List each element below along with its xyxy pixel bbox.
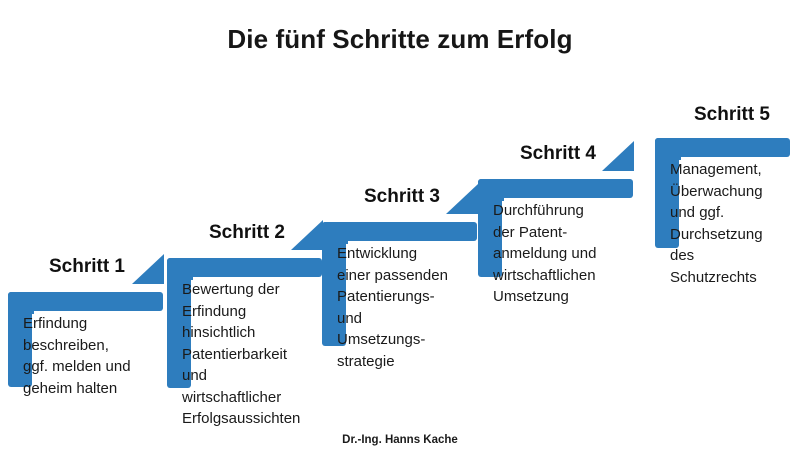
step-2-label: Schritt 2 (208, 222, 285, 243)
step-5-bracket-top (655, 138, 790, 157)
step-1-body: Erfindung beschreiben, ggf. melden und g… (23, 315, 131, 397)
step-4-body: Durchführung der Patent- anmeldung und w… (493, 202, 597, 305)
step-1-label: Schritt 1 (48, 256, 125, 277)
step-2-bracket-corner (179, 266, 193, 280)
step-5-bracket-corner (667, 146, 681, 160)
step-3-body: Entwicklung einer passenden Patentierung… (337, 245, 448, 370)
footer-credit: Dr.-Ing. Hanns Kache (342, 434, 458, 446)
step-1-bracket-top (8, 292, 163, 311)
step-1-bracket-corner (20, 300, 34, 314)
step-3-label: Schritt 3 (363, 186, 440, 207)
step-2-bracket-top (167, 258, 322, 277)
step-5-body: Management, Überwachung und ggf. Durchse… (670, 161, 763, 286)
step-4-bracket-corner (490, 187, 504, 201)
step-4-label: Schritt 4 (519, 143, 596, 164)
step-5-label: Schritt 5 (693, 104, 770, 125)
page-title: Die fünf Schritte zum Erfolg (227, 24, 573, 54)
step-2-body: Bewertung der Erfindung hinsichtlich Pat… (182, 281, 301, 427)
step-3-bracket-top (322, 222, 477, 241)
step-3-bracket-corner (334, 230, 348, 244)
step-4-bracket-top (478, 179, 633, 198)
